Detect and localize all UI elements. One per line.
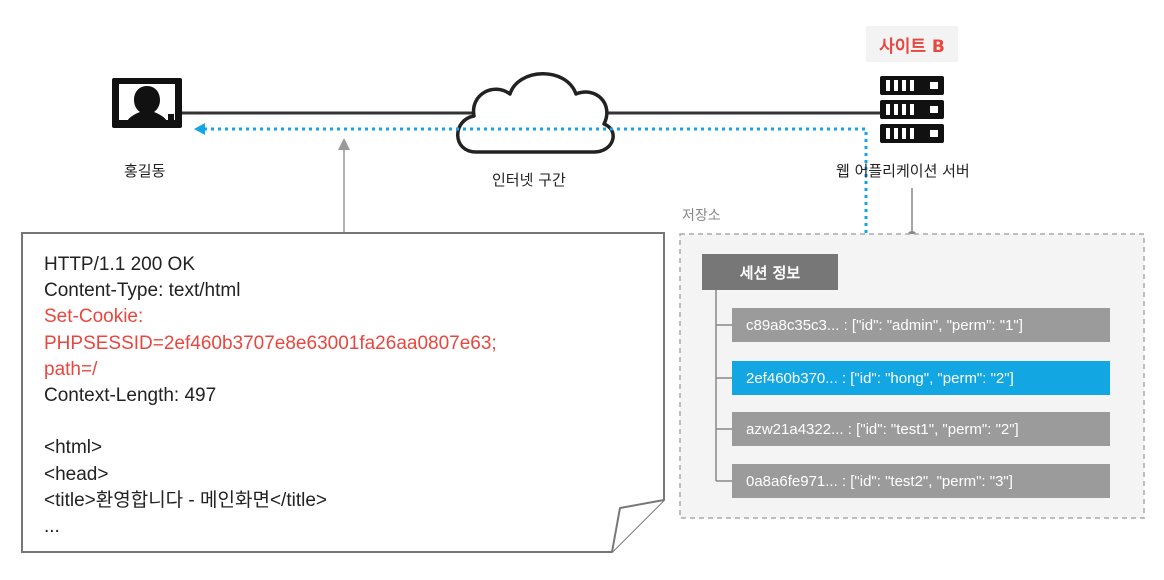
- response-line: Set-Cookie:: [44, 306, 144, 328]
- internet-label: 인터넷 구간: [492, 171, 566, 189]
- session-row-active: 2ef460b370... : ["id": "hong", "perm": "…: [732, 361, 1110, 395]
- session-row: azw21a4322... : ["id": "test1", "perm": …: [732, 412, 1110, 446]
- session-row: 0a8a6fe971... : ["id": "test2", "perm": …: [732, 464, 1110, 498]
- response-line: <title>환영합니다 - 메인화면</title>: [44, 489, 328, 511]
- session-row: c89a8c35c3... : ["id": "admin", "perm": …: [732, 308, 1110, 342]
- response-line: PHPSESSID=2ef460b3707e8e63001fa26aa0807e…: [44, 332, 497, 354]
- session-tree-lines: [715, 290, 732, 482]
- response-line: Content-Type: text/html: [44, 280, 241, 302]
- response-line: HTTP/1.1 200 OK: [44, 254, 196, 275]
- user-label: 홍길동: [124, 162, 166, 180]
- response-line: <head>: [44, 463, 109, 485]
- response-line: ...: [44, 515, 60, 537]
- storage-connector: [907, 188, 917, 241]
- session-info-header: 세션 정보: [702, 254, 838, 290]
- callout-pointer: [338, 138, 350, 233]
- response-line: [44, 409, 644, 435]
- site-b-badge: 사이트 B: [866, 26, 958, 62]
- server-icon: [880, 76, 944, 143]
- user-computer-icon: [112, 78, 182, 128]
- response-arrowhead: [194, 123, 205, 135]
- response-line: <html>: [44, 437, 103, 459]
- server-label: 웹 어플리케이션 서버: [836, 162, 970, 180]
- response-note-box: [21, 232, 665, 553]
- storage-label: 저장소: [682, 208, 721, 224]
- response-path: [194, 123, 868, 352]
- response-line: path=/: [44, 358, 98, 380]
- response-line: Context-Length: 497: [44, 384, 217, 406]
- cloud-icon: [456, 72, 615, 154]
